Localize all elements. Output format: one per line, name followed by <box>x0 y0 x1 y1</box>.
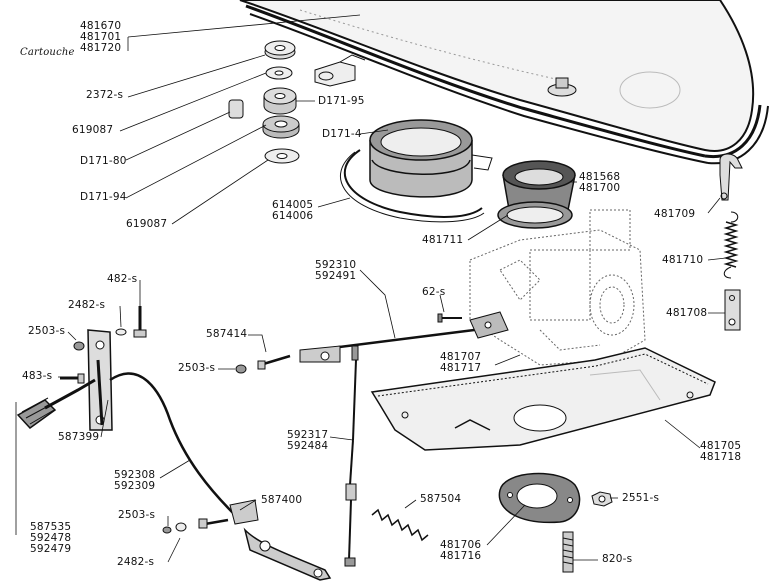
label-592308: 592308 <box>114 469 156 481</box>
return-spring-481710 <box>723 211 739 279</box>
label-2482s-b: 2482-s <box>117 556 155 568</box>
label-587504: 587504 <box>420 493 462 505</box>
label-820s: 820-s <box>602 553 633 565</box>
label-592310: 592310 <box>315 259 357 271</box>
label-481706: 481706 <box>440 539 482 551</box>
label-592491: 592491 <box>315 270 357 282</box>
label-587535: 587535 <box>30 521 72 533</box>
label-481710: 481710 <box>662 254 704 266</box>
rubber-sleeve <box>369 119 493 198</box>
clip-481708 <box>724 289 741 331</box>
label-481670: 481670 <box>80 20 122 32</box>
clamp-band <box>339 149 485 223</box>
label-592479: 592479 <box>30 543 72 555</box>
label-group-592317: 592317 592484 <box>287 430 328 452</box>
label-cartouche: Cartouche <box>20 47 75 58</box>
nut-2551s <box>591 491 613 507</box>
floor-plate-481705 <box>370 347 716 451</box>
label-481716: 481716 <box>440 550 482 562</box>
label-481718: 481718 <box>700 451 742 463</box>
label-592478: 592478 <box>30 532 72 544</box>
label-587399: 587399 <box>58 431 100 443</box>
label-481705: 481705 <box>700 440 742 452</box>
label-481707: 481707 <box>440 351 482 363</box>
label-D171-80: D171-80 <box>80 155 127 167</box>
label-587414: 587414 <box>206 328 248 340</box>
link-rod-592317 <box>344 359 357 567</box>
bolts-left <box>60 306 291 534</box>
label-group-614005: 614005 614006 <box>272 200 313 222</box>
carburettor-dotted <box>469 209 646 366</box>
stud-820s <box>562 531 574 573</box>
label-482s: 482-s <box>107 273 138 285</box>
label-481717: 481717 <box>440 362 482 374</box>
label-group-592308: 592308 592309 <box>114 470 155 492</box>
label-62s: 62-s <box>422 286 446 298</box>
label-group-481706: 481706 481716 <box>440 540 481 562</box>
label-group-587535: 587535 592478 592479 <box>30 522 71 555</box>
label-587400: 587400 <box>261 494 303 506</box>
label-614005: 614005 <box>272 199 314 211</box>
washer-stack <box>228 40 300 164</box>
label-group-481568: 481568 481700 <box>579 172 620 194</box>
label-481700: 481700 <box>579 182 621 194</box>
label-2372s: 2372-s <box>86 89 124 101</box>
label-481720: 481720 <box>80 42 122 54</box>
label-481701: 481701 <box>80 31 122 43</box>
label-619087-b: 619087 <box>126 218 168 230</box>
label-group-481707: 481707 481717 <box>440 352 481 374</box>
label-481709: 481709 <box>654 208 696 220</box>
label-D171-4: D171-4 <box>322 128 362 140</box>
label-2503s-c: 2503-s <box>118 509 156 521</box>
label-group-481670: 481670 481701 481720 <box>80 21 121 54</box>
label-481568: 481568 <box>579 171 621 183</box>
label-2503s-b: 2503-s <box>178 362 216 374</box>
label-D171-95: D171-95 <box>318 95 365 107</box>
label-592309: 592309 <box>114 480 156 492</box>
label-592484: 592484 <box>287 440 329 452</box>
label-614006: 614006 <box>272 210 314 222</box>
elbow-481568 <box>497 160 576 229</box>
spring-587504 <box>371 508 429 542</box>
label-481708: 481708 <box>666 307 708 319</box>
label-D171-94: D171-94 <box>80 191 127 203</box>
label-group-592310: 592310 592491 <box>315 260 356 282</box>
label-2503s-a: 2503-s <box>28 325 66 337</box>
label-483s: 483-s <box>22 370 53 382</box>
housing-bracket <box>314 54 366 87</box>
label-481711: 481711 <box>422 234 464 246</box>
pedal-assembly <box>16 329 332 581</box>
spring-bracket-481709 <box>719 153 743 201</box>
throttle-rod-592310 <box>299 311 509 363</box>
label-2482s-a: 2482-s <box>68 299 106 311</box>
label-619087-a: 619087 <box>72 124 114 136</box>
label-2551s: 2551-s <box>622 492 660 504</box>
label-group-481705: 481705 481718 <box>700 441 741 463</box>
flange-gasket-481706 <box>498 472 581 524</box>
air-filter-housing <box>239 0 769 165</box>
leader-lines <box>15 14 727 563</box>
label-592317: 592317 <box>287 429 329 441</box>
